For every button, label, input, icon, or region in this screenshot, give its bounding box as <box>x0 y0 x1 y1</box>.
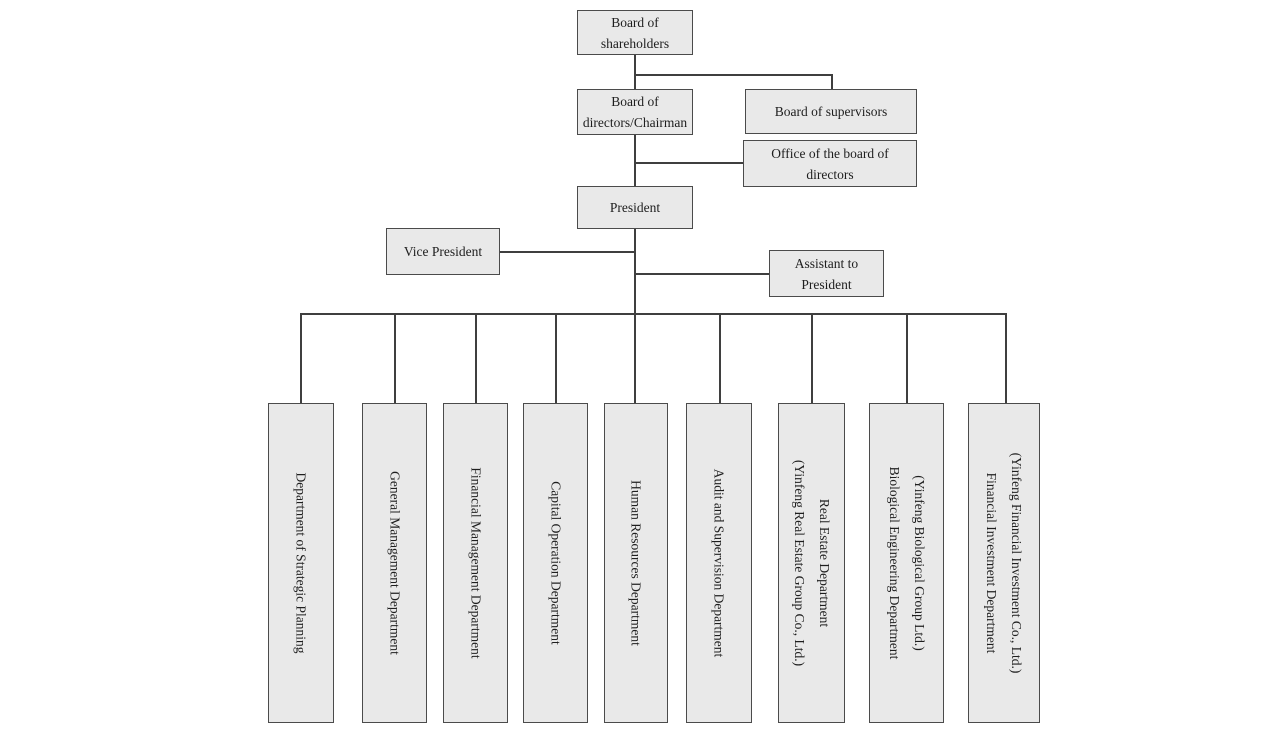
node-label-line: Vice President <box>403 244 483 259</box>
dept-label: General Management Department <box>387 471 402 655</box>
dept-capital-operation: Capital Operation Department <box>523 403 588 723</box>
connector-line <box>300 313 1007 315</box>
connector-line <box>634 55 636 90</box>
node-board-of-directors: Board of directors/Chairman <box>577 89 693 135</box>
connector-line <box>634 227 636 315</box>
node-label-line: shareholders <box>600 35 670 51</box>
connector-line <box>831 74 833 90</box>
node-label-line: Office of the board of <box>771 145 889 161</box>
dept-general-management: General Management Department <box>362 403 427 723</box>
connector-line <box>394 314 396 404</box>
connector-line <box>634 162 744 164</box>
connector-line <box>634 273 770 275</box>
connector-line <box>634 314 636 404</box>
dept-label: Real Estate Department (Yinfeng Real Est… <box>791 459 832 667</box>
node-board-of-supervisors: Board of supervisors <box>745 89 917 134</box>
connector-line <box>634 74 832 76</box>
connector-line <box>811 314 813 404</box>
node-label-line: Board of <box>611 94 659 109</box>
connector-line <box>555 314 557 404</box>
dept-audit-supervision: Audit and Supervision Department <box>686 403 752 723</box>
dept-financial-investment: (Yinfeng Financial Investment Co., Ltd.)… <box>968 403 1040 723</box>
dept-label: Capital Operation Department <box>548 481 563 645</box>
node-assistant-to-president: Assistant to President <box>769 250 884 297</box>
connector-line <box>906 314 908 404</box>
connector-line <box>634 135 636 187</box>
dept-label: (Yinfeng Biological Group Ltd.) Biologic… <box>886 466 927 660</box>
connector-line <box>300 314 302 404</box>
dept-label: Financial Management Department <box>468 467 483 659</box>
connector-line <box>475 314 477 404</box>
connector-line <box>719 314 721 404</box>
dept-label: Human Resources Department <box>628 480 644 646</box>
node-label-line: President <box>609 200 661 215</box>
node-label-line: Board of <box>611 14 659 30</box>
node-label-line: Board of supervisors <box>774 104 888 119</box>
dept-biological-engineering: (Yinfeng Biological Group Ltd.) Biologic… <box>869 403 944 723</box>
dept-label: (Yinfeng Financial Investment Co., Ltd.)… <box>984 452 1024 674</box>
dept-human-resources: Human Resources Department <box>604 403 668 723</box>
node-board-of-shareholders: Board of shareholders <box>577 10 693 55</box>
dept-strategic-planning: Department of Strategic Planning <box>268 403 334 723</box>
node-label-line: Assistant to <box>794 255 859 271</box>
dept-label: Audit and Supervision Department <box>711 468 727 658</box>
connector-line <box>1005 314 1007 404</box>
node-label-line: directors/Chairman <box>582 115 688 130</box>
connector-line <box>500 251 635 253</box>
dept-financial-management: Financial Management Department <box>443 403 508 723</box>
node-label-line: President <box>801 276 852 292</box>
dept-label: Department of Strategic Planning <box>293 472 309 654</box>
node-president: President <box>577 186 693 229</box>
dept-real-estate: Real Estate Department (Yinfeng Real Est… <box>778 403 845 723</box>
node-label-line: directors <box>806 166 854 182</box>
node-vice-president: Vice President <box>386 228 500 275</box>
node-office-of-the-board: Office of the board of directors <box>743 140 917 187</box>
